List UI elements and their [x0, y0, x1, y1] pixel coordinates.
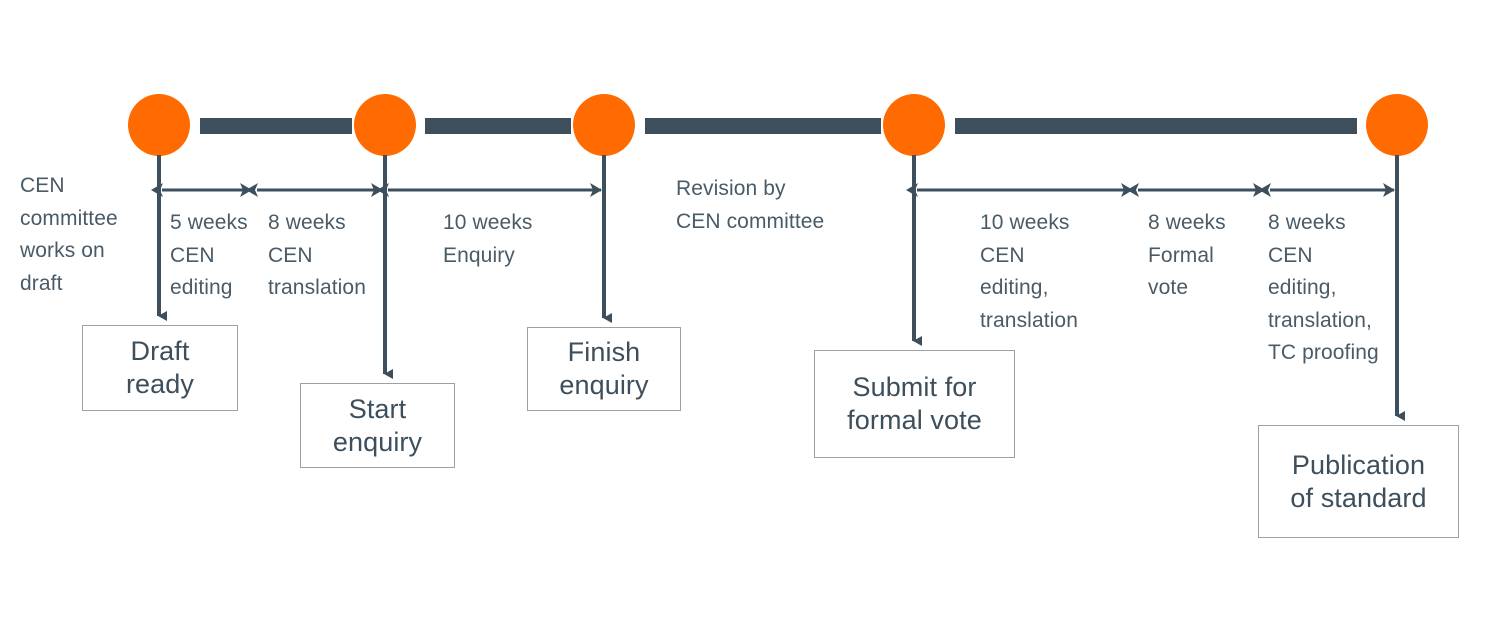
segment-enquiry-duration: 10 weeks: [443, 211, 533, 234]
milestone-dot-m3[interactable]: [573, 94, 635, 156]
segment-cen-translation-duration: 8 weeks: [268, 211, 346, 234]
track-bar-1: [200, 118, 352, 134]
track-bar-2: [425, 118, 571, 134]
track-bar-4: [955, 118, 1357, 134]
milestone-dot-m2[interactable]: [354, 94, 416, 156]
segment-cen-editing-activity: CEN editing: [170, 243, 233, 300]
milestone-group: [128, 94, 1428, 156]
segment-formal-vote-activity: Formal vote: [1148, 243, 1214, 300]
segment-enquiry-activity: Enquiry: [443, 243, 515, 267]
milestone-dot-m1[interactable]: [128, 94, 190, 156]
segment-cen-editing-translation-tc-proofing-activity: CEN editing, translation, TC proofing: [1268, 243, 1379, 365]
track-bar-3: [645, 118, 881, 134]
milestone-dot-m5[interactable]: [1366, 94, 1428, 156]
segment-cen-editing-translation-duration: 10 weeks: [980, 211, 1070, 234]
milestone-dot-m4[interactable]: [883, 94, 945, 156]
outcome-publication-of-standard[interactable]: Publication of standard: [1258, 425, 1459, 538]
outcome-submit-for-formal-vote[interactable]: Submit for formal vote: [814, 350, 1015, 458]
outcome-draft-ready[interactable]: Draft ready: [82, 325, 238, 411]
cen-committee-draft-note: CEN committee works on draft: [20, 174, 118, 295]
segment-cen-editing-translation-tc-proofing-duration: 8 weeks: [1268, 211, 1346, 234]
segment-cen-translation-activity: CEN translation: [268, 243, 366, 300]
outcome-start-enquiry[interactable]: Start enquiry: [300, 383, 455, 468]
timeline-track: [200, 118, 1357, 134]
segment-cen-editing-translation-activity: CEN editing, translation: [980, 243, 1078, 332]
segment-cen-editing-duration: 5 weeks: [170, 211, 248, 234]
segment-formal-vote-duration: 8 weeks: [1148, 211, 1226, 234]
revision-by-cen-committee-note: Revision by CEN committee: [676, 177, 825, 233]
outcome-finish-enquiry[interactable]: Finish enquiry: [527, 327, 681, 411]
